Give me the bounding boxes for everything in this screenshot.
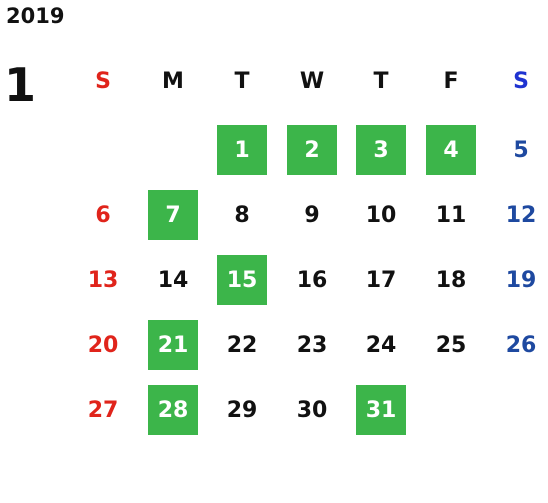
weekday-header-saturday: S: [513, 68, 529, 94]
day-cell-26[interactable]: 26: [505, 332, 537, 358]
day-cell-4-highlighted[interactable]: 4: [426, 125, 476, 175]
weekday-header-thursday: T: [373, 68, 389, 94]
weekday-header-tuesday: T: [234, 68, 250, 94]
day-cell-5[interactable]: 5: [513, 137, 529, 163]
calendar-year: 2019: [6, 4, 65, 28]
weekday-header-friday: F: [443, 68, 459, 94]
weekday-header-sunday: S: [95, 68, 111, 94]
day-cell-7-highlighted[interactable]: 7: [148, 190, 198, 240]
day-cell-9[interactable]: 9: [304, 202, 320, 228]
day-cell-15-highlighted[interactable]: 15: [217, 255, 267, 305]
day-cell-10[interactable]: 10: [365, 202, 397, 228]
day-cell-19[interactable]: 19: [505, 267, 537, 293]
day-cell-14[interactable]: 14: [157, 267, 189, 293]
day-cell-13[interactable]: 13: [87, 267, 119, 293]
day-cell-1-highlighted[interactable]: 1: [217, 125, 267, 175]
weekday-header-wednesday: W: [299, 68, 325, 94]
day-cell-11[interactable]: 11: [435, 202, 467, 228]
day-cell-12[interactable]: 12: [505, 202, 537, 228]
day-cell-24[interactable]: 24: [365, 332, 397, 358]
day-cell-2-highlighted[interactable]: 2: [287, 125, 337, 175]
calendar-month: 1: [4, 58, 37, 112]
day-cell-17[interactable]: 17: [365, 267, 397, 293]
weekday-header-monday: M: [162, 68, 184, 94]
day-cell-21-highlighted[interactable]: 21: [148, 320, 198, 370]
day-cell-18[interactable]: 18: [435, 267, 467, 293]
day-cell-28-highlighted[interactable]: 28: [148, 385, 198, 435]
day-cell-22[interactable]: 22: [226, 332, 258, 358]
day-cell-23[interactable]: 23: [296, 332, 328, 358]
day-cell-16[interactable]: 16: [296, 267, 328, 293]
day-cell-31-highlighted[interactable]: 31: [356, 385, 406, 435]
day-cell-25[interactable]: 25: [435, 332, 467, 358]
day-cell-27[interactable]: 27: [87, 397, 119, 423]
day-cell-8[interactable]: 8: [234, 202, 250, 228]
day-cell-3-highlighted[interactable]: 3: [356, 125, 406, 175]
day-cell-20[interactable]: 20: [87, 332, 119, 358]
day-cell-29[interactable]: 29: [226, 397, 258, 423]
day-cell-30[interactable]: 30: [296, 397, 328, 423]
day-cell-6[interactable]: 6: [95, 202, 111, 228]
